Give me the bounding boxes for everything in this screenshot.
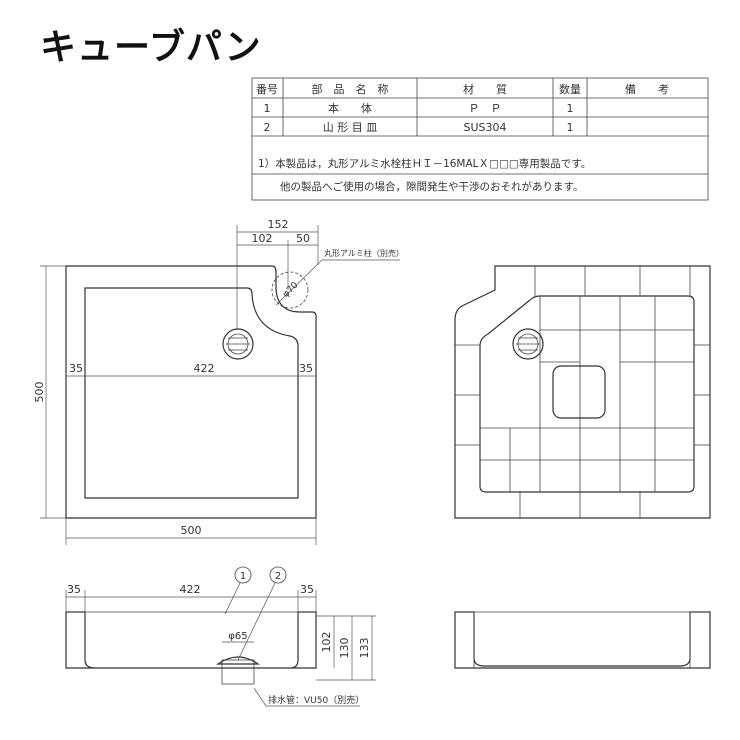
row1-qty: 1 xyxy=(567,102,574,115)
row1-name: 本 体 xyxy=(328,101,372,115)
note-line-1: 1）本製品は，丸形アルミ水栓柱ＨＩ－16MALＸ□□□専用製品です。 xyxy=(258,157,591,170)
row2-name: 山 形 目 皿 xyxy=(323,121,378,134)
header-material: 材 質 xyxy=(463,82,507,96)
header-qty: 数量 xyxy=(559,83,581,96)
dim-phi70: φ70 xyxy=(281,280,301,300)
dim-152: 152 xyxy=(268,218,289,231)
dim-102: 102 xyxy=(252,232,273,245)
row2-qty: 1 xyxy=(567,121,574,134)
row2-material: SUS304 xyxy=(463,121,506,134)
section-dim-35-left: 35 xyxy=(67,583,81,596)
row1-material: Ｐ Ｐ xyxy=(469,102,502,115)
note-line-2: 他の製品へご使用の場合，隙間発生や干渉のおそれがあります。 xyxy=(280,180,583,193)
section-dim-422: 422 xyxy=(180,583,201,596)
row1-no: 1 xyxy=(264,102,271,115)
dim-422: 422 xyxy=(194,362,215,375)
dim-133: 133 xyxy=(358,638,371,659)
dim-35-left: 35 xyxy=(69,362,83,375)
dim-50: 50 xyxy=(296,232,310,245)
side-section-view xyxy=(454,611,711,669)
bottom-view xyxy=(454,265,711,519)
dim-phi65: φ65 xyxy=(228,631,247,642)
post-label: 丸形アルミ柱（別売） xyxy=(324,248,404,258)
dim-500-vertical: 500 xyxy=(33,382,46,403)
plan-view: 152 102 50 丸形アルミ柱（別売） φ70 500 500 422 35… xyxy=(33,218,404,545)
header-remarks: 備 考 xyxy=(625,83,669,96)
dim-130: 130 xyxy=(338,638,351,659)
row2-no: 2 xyxy=(264,121,271,134)
section-dim-35-right: 35 xyxy=(300,583,314,596)
section-view: 35 422 35 1 2 φ65 102 130 133 排水管：VU50（別… xyxy=(65,566,376,707)
callout-1: 1 xyxy=(240,571,246,582)
parts-table: 番号 部 品 名 称 材 質 数量 備 考 1 本 体 Ｐ Ｐ 1 2 山 形 … xyxy=(251,77,709,201)
header-name: 部 品 名 称 xyxy=(312,82,389,96)
dim-102: 102 xyxy=(320,632,333,653)
page-title: キューブパン xyxy=(40,27,262,68)
callout-2: 2 xyxy=(275,571,281,582)
header-no: 番号 xyxy=(256,83,278,96)
drain-pipe-label: 排水管：VU50（別売） xyxy=(268,694,364,706)
dim-35-right: 35 xyxy=(299,362,313,375)
dim-500-horizontal: 500 xyxy=(181,524,202,537)
